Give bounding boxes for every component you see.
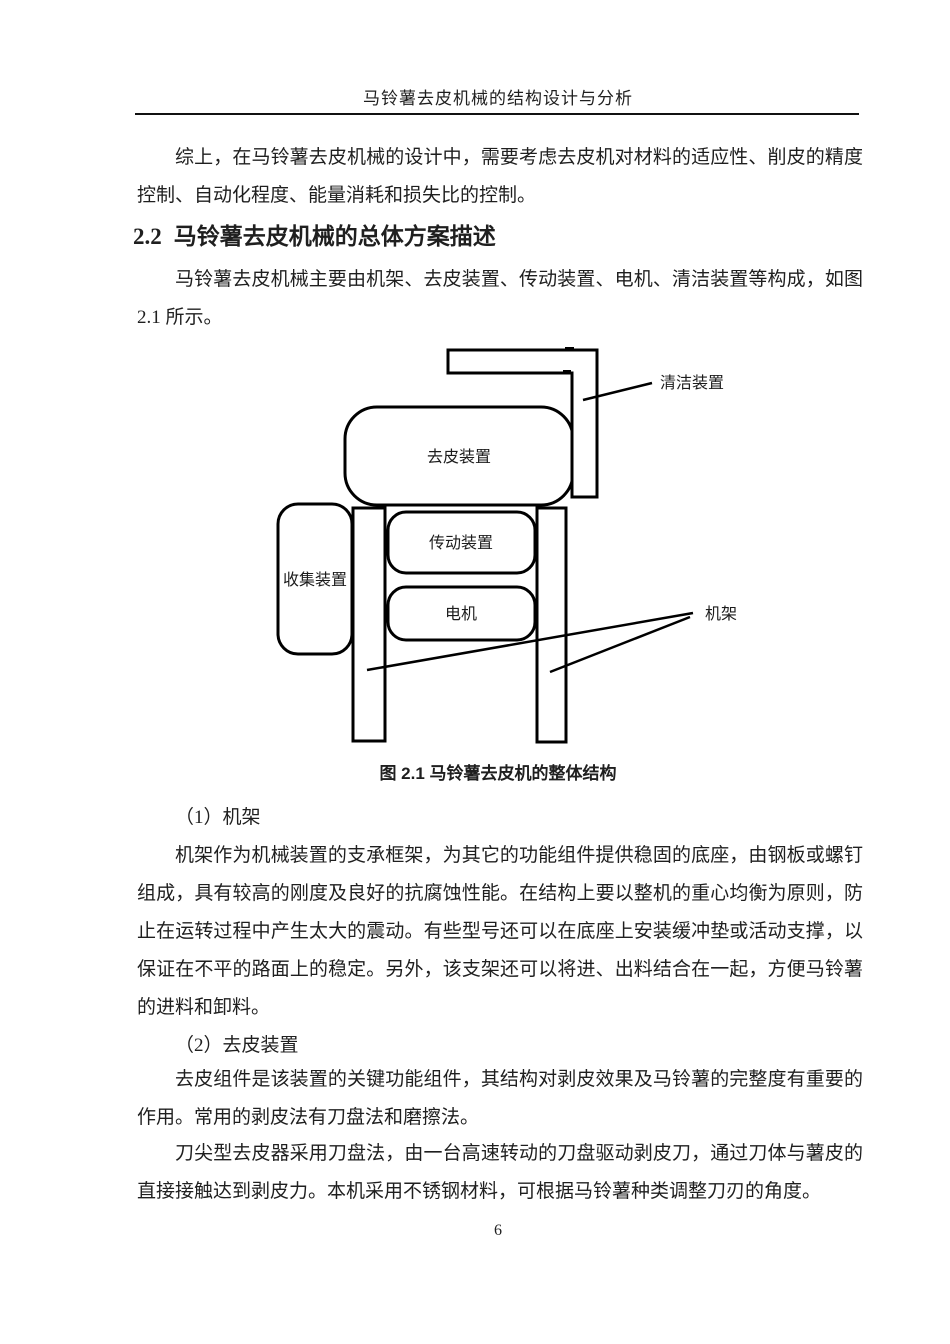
knife-paragraph: 刀尖型去皮器采用刀盘法，由一台高速转动的刀盘驱动剥皮刀，通过刀体与薯皮的直接接触… [137,1143,863,1202]
section-number: 2.2 [133,224,162,249]
frame-bar-right [535,506,568,744]
peeling-device-label: 去皮装置 [427,448,491,466]
motor-label: 电机 [445,605,477,623]
page-number: 6 [494,1222,502,1239]
cleaning-leader-line [582,381,653,402]
section-title: 马铃薯去皮机械的总体方案描述 [173,223,496,249]
frame-leader-line-left [366,611,694,672]
peeling-subheading: （2）去皮装置 [175,1035,299,1056]
transmission-device-box [386,510,537,575]
frame-bar-left [351,506,387,743]
pipe-bend-notch-inner [563,370,571,374]
peeling-paragraph: 去皮组件是该装置的关键功能组件，其结构对剥皮效果及马铃薯的完整度有重要的作用。常… [137,1069,863,1128]
cleaning-device-label: 清洁装置 [660,374,724,392]
collection-device-label: 收集装置 [283,571,347,589]
header-rule [135,113,859,115]
transmission-device-label: 传动装置 [429,534,493,552]
overview-paragraph: 马铃薯去皮机械主要由机架、去皮装置、传动装置、电机、清洁装置等构成，如图2.1 … [137,269,863,328]
cleaning-pipe-shape [446,348,599,499]
frame-subheading: （1）机架 [175,807,261,828]
pipe-bend-notch-top [565,347,574,351]
figure-structure-diagram: 去皮装置 收集装置 传动装置 电机 清洁装置 机架 [276,347,737,744]
page-header-title: 马铃薯去皮机械的结构设计与分析 [363,89,633,108]
frame-paragraph: 机架作为机械装置的支承框架，为其它的功能组件提供稳固的底座，由钢板或螺钉组成，具… [137,845,863,1018]
frame-label: 机架 [705,605,737,623]
motor-box [386,585,537,642]
section-heading: 2.2 马铃薯去皮机械的总体方案描述 [133,217,873,251]
frame-leader-line-right [549,615,691,674]
intro-paragraph: 综上，在马铃薯去皮机械的设计中，需要考虑去皮机对材料的适应性、削皮的精度控制、自… [137,147,863,206]
figure-caption: 图 2.1 马铃薯去皮机的整体结构 [379,764,617,783]
